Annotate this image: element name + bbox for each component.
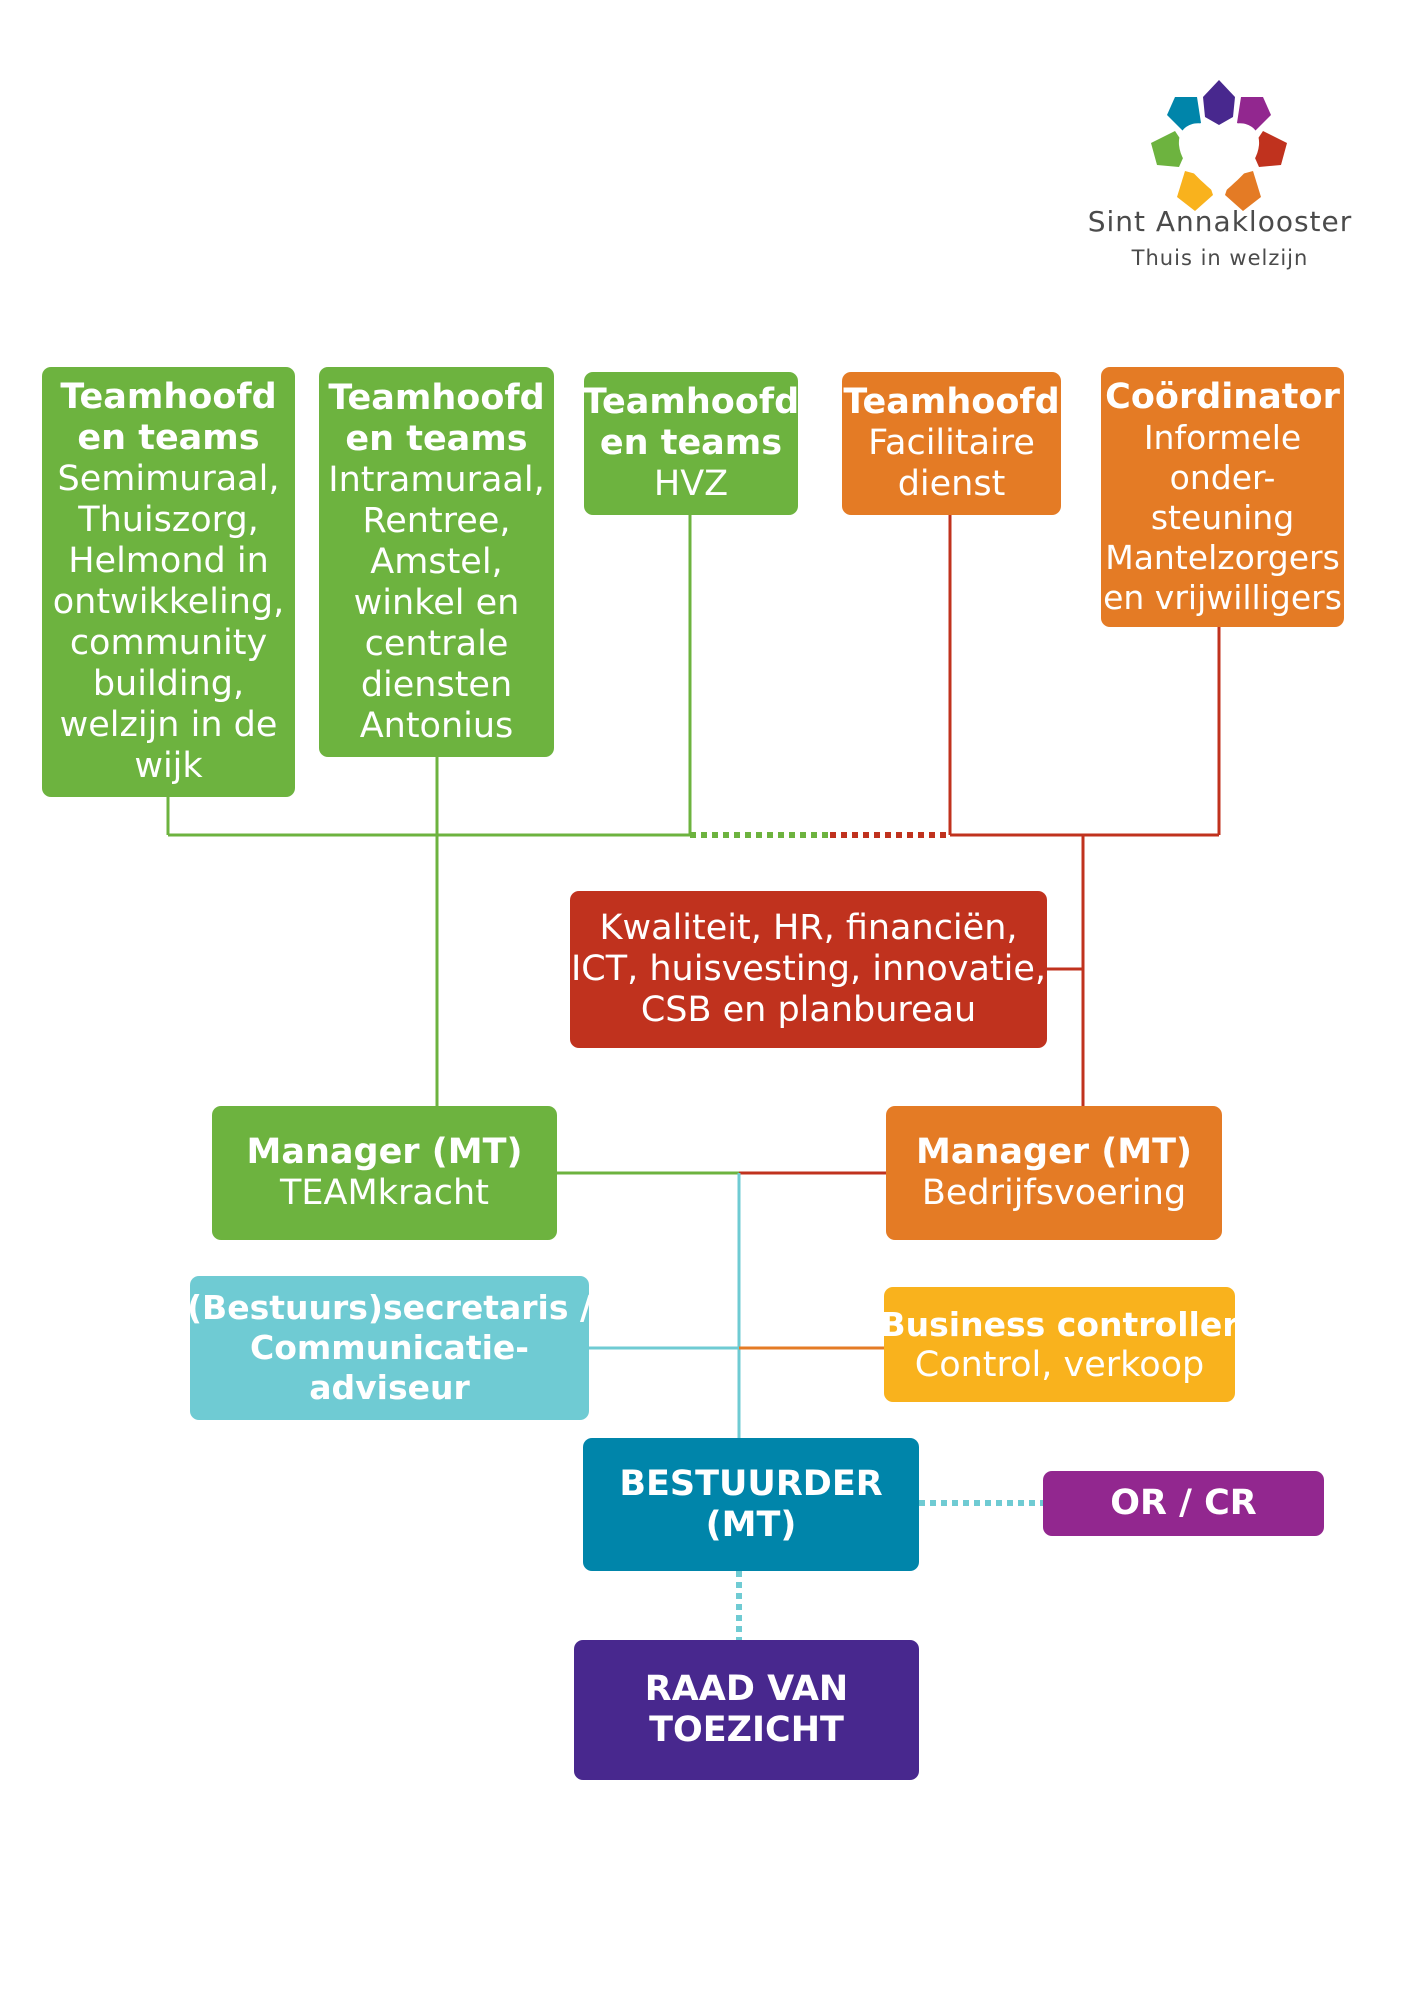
brand-tagline: Thuis in welzijn [1131, 246, 1309, 270]
box-title: OR / CR [1110, 1483, 1257, 1523]
box-title: BESTUURDER (MT) [619, 1463, 883, 1545]
sint-annaklooster-logo-icon [1151, 80, 1287, 211]
box-or-cr: OR / CR [1043, 1471, 1324, 1536]
box-body: TEAMkracht [280, 1173, 489, 1213]
box-title: (Bestuurs)secretaris / Communicatie- adv… [186, 1288, 593, 1407]
box-title: Coördinator [1105, 376, 1340, 417]
brand-name: Sint Annaklooster [1087, 205, 1353, 238]
box-body: HVZ [653, 464, 729, 504]
box-raad-van-toezicht: RAAD VAN TOEZICHT [574, 1640, 919, 1780]
box-business-controller: Business controller Control, verkoop [881, 1287, 1239, 1402]
box-body: Intramuraal, Rentree, Amstel, winkel en … [328, 459, 545, 746]
box-bestuurssecretaris: (Bestuurs)secretaris / Communicatie- adv… [186, 1276, 593, 1420]
box-title: Teamhoofd en teams [60, 377, 277, 458]
box-manager-bedrijfsvoering: Manager (MT) Bedrijfsvoering [886, 1106, 1222, 1240]
box-title: Teamhoofd [843, 382, 1060, 422]
box-title: RAAD VAN TOEZICHT [644, 1669, 849, 1750]
box-kwaliteit-hr: Kwaliteit, HR, financiën, ICT, huisvesti… [570, 891, 1047, 1048]
box-title: Teamhoofd en teams [328, 377, 545, 459]
box-teamhoofd-semimuraal: Teamhoofd en teams Semimuraal, Thuiszorg… [42, 367, 295, 797]
box-body: Informele onder- steuning Mantelzorgers … [1103, 417, 1342, 617]
box-body: Semimuraal, Thuiszorg, Helmond in ontwik… [52, 459, 285, 786]
box-title: Manager (MT) [916, 1132, 1192, 1172]
box-teamhoofd-facilitaire: Teamhoofd Facilitaire dienst [842, 372, 1061, 515]
box-title: Manager (MT) [246, 1132, 523, 1172]
box-manager-teamkracht: Manager (MT) TEAMkracht [212, 1106, 557, 1240]
box-body: Kwaliteit, HR, financiën, ICT, huisvesti… [570, 908, 1047, 1030]
box-bestuurder: BESTUURDER (MT) [583, 1438, 919, 1571]
box-body: Control, verkoop [914, 1344, 1205, 1385]
box-teamhoofd-intramuraal: Teamhoofd en teams Intramuraal, Rentree,… [319, 367, 554, 757]
box-title: Teamhoofd en teams [582, 382, 800, 463]
box-coordinator: Coördinator Informele onder- steuning Ma… [1101, 367, 1344, 627]
box-teamhoofd-hvz: Teamhoofd en teams HVZ [582, 372, 800, 515]
box-body: Facilitaire dienst [868, 423, 1035, 504]
box-title: Business controller [880, 1304, 1239, 1344]
box-body: Bedrijfsvoering [921, 1173, 1187, 1213]
